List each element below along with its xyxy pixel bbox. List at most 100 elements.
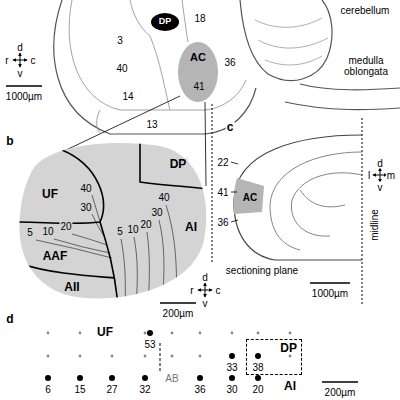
auditory-cortex-region: AC (178, 42, 218, 102)
frequency-contour (147, 232, 149, 305)
figure-label: 5 (116, 226, 124, 237)
section-inner-line (270, 152, 362, 250)
grid-dot (144, 355, 147, 358)
area-tick (231, 162, 238, 222)
figure-label: 41 (192, 81, 205, 92)
figure-label: l (367, 170, 371, 181)
recording-site (229, 353, 235, 359)
figure-label: sectioning plane (225, 265, 299, 276)
figure-label: 40 (79, 183, 92, 194)
grid-dot (47, 332, 50, 335)
recording-site (77, 375, 83, 381)
area-marker: DP (151, 13, 179, 31)
recording-site (229, 375, 235, 381)
grid-dot (171, 355, 174, 358)
cerebellum-outline (240, 0, 332, 81)
area-name: AII (63, 281, 80, 294)
figure-label: d (376, 158, 384, 169)
grid-dot (289, 332, 292, 335)
figure-label: medulla oblongata (339, 55, 393, 77)
figure-label: 5 (26, 227, 34, 238)
cerebellum-folds (255, 18, 328, 65)
figure-label: 53 (143, 339, 156, 350)
figure-label: 30 (225, 384, 238, 395)
compass-arm (205, 283, 206, 297)
area-label: DP (280, 342, 297, 355)
figure-label: 1000µm (311, 288, 349, 299)
coronal-section (234, 135, 362, 260)
area-label: DP (159, 17, 172, 27)
recording-site (109, 375, 115, 381)
area-name: UF (41, 188, 59, 201)
figure-label: 33 (225, 362, 238, 373)
figure-label: 38 (251, 362, 264, 373)
figure-label: 3 (116, 35, 124, 46)
figure-label: cerebellum (340, 5, 391, 16)
figure-label: d (16, 42, 24, 53)
grid-dot (231, 332, 234, 335)
area-border (97, 0, 188, 133)
compass (198, 283, 212, 297)
recording-site (147, 330, 153, 336)
figure-label: 15 (73, 384, 86, 395)
figure-label: 6 (44, 384, 52, 395)
area-name: d (5, 313, 14, 326)
figure-label: 18 (193, 13, 206, 24)
figure-label: m (386, 170, 396, 181)
figure-label: c (215, 285, 222, 296)
midline (362, 118, 363, 305)
figure-label: 40 (157, 192, 170, 203)
figure-label: 13 (145, 119, 158, 130)
grid-dot (79, 332, 82, 335)
cortex-inner-line (69, 0, 246, 110)
compass-arm (380, 168, 381, 182)
figure-label: 200µm (162, 308, 195, 319)
frequency-contour (36, 195, 177, 305)
frequency-contour (121, 239, 125, 305)
figure-label: AB (164, 373, 179, 384)
recording-site (255, 375, 261, 381)
area-name: c (226, 121, 235, 134)
scale-bar (160, 302, 196, 304)
figure-label: 36 (193, 384, 206, 395)
figure-label: 14 (121, 91, 134, 102)
area-name: AI (283, 380, 297, 393)
figure-label: 10 (126, 224, 139, 235)
grid-dot (289, 355, 292, 358)
area-name: AAF (42, 250, 69, 263)
figure-label: 20 (251, 384, 264, 395)
figure-label: v (17, 68, 24, 79)
figure-label: 20 (59, 221, 72, 232)
figure-label: c (30, 55, 37, 66)
field-border (160, 343, 161, 372)
figure-label: 36 (216, 217, 229, 228)
frequency-contour (134, 237, 137, 305)
area-name: b (5, 135, 14, 148)
compass (13, 53, 27, 67)
figure-label: r (4, 55, 9, 66)
recording-site (45, 375, 51, 381)
recording-site (255, 353, 261, 359)
figure-label: 27 (105, 384, 118, 395)
scale-bar (6, 85, 42, 87)
brain-lateral-view (54, 0, 400, 134)
scale-bar (322, 381, 358, 383)
figure-label: 30 (150, 207, 163, 218)
figure-label: r (189, 285, 194, 296)
area-name: AI (184, 221, 198, 234)
area-label: AC (243, 192, 257, 203)
figure-label: v (377, 182, 384, 193)
area-label: AC (190, 51, 206, 63)
grid-dot (144, 332, 147, 335)
recording-site (142, 375, 148, 381)
grid-dot (199, 355, 202, 358)
area-name: UF (96, 326, 114, 339)
hemisphere-outline (54, 0, 256, 134)
medulla-outline (285, 84, 400, 110)
auditory-cortex-region: AC (238, 189, 262, 205)
frequency-contour (166, 205, 177, 305)
figure-label: v (202, 298, 209, 309)
figure-label: 41 (216, 187, 229, 198)
recording-site (45, 330, 261, 381)
